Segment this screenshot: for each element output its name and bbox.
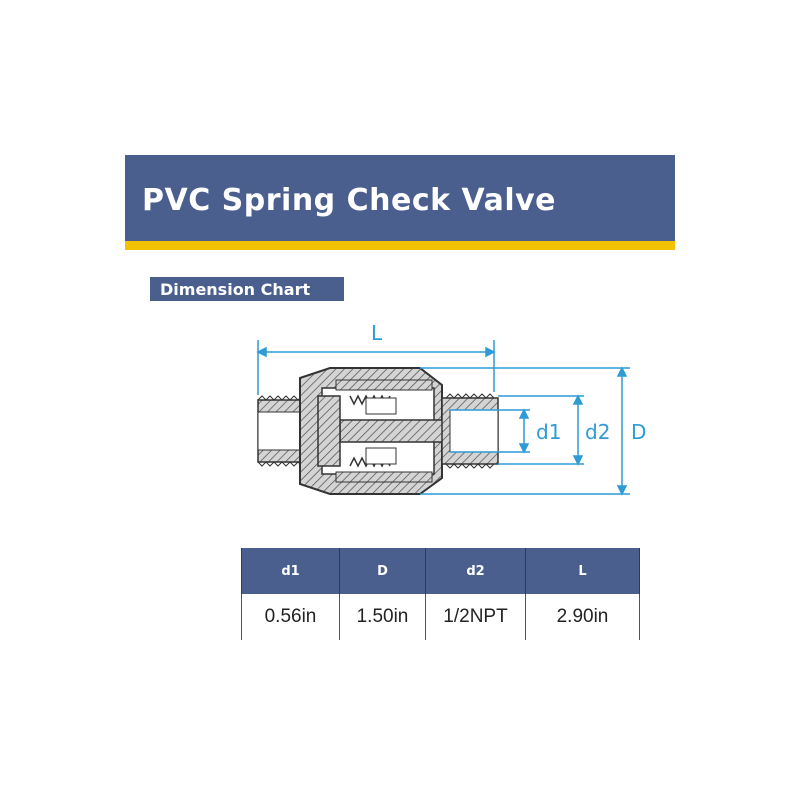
- dim-D-arrow-top: [616, 366, 628, 377]
- dim-label-D: D: [631, 420, 646, 444]
- banner-stripe: [125, 241, 675, 250]
- dim-label-d2: d2: [585, 420, 610, 444]
- section-label: Dimension Chart: [150, 277, 344, 301]
- column-header-D: D: [339, 548, 426, 594]
- column-header-d2: d2: [425, 548, 526, 594]
- cell-d2-value: 1/2NPT: [425, 594, 526, 640]
- cell-D-value: 1.50in: [339, 594, 426, 640]
- right-threaded-end: [441, 393, 499, 469]
- valve-body: [299, 367, 451, 495]
- column-header-d1: d1: [241, 548, 340, 594]
- dim-L-arrow-left: [256, 346, 267, 358]
- title-banner: [125, 155, 675, 241]
- column-header-L: L: [525, 548, 640, 594]
- dim-d1-arrow-top: [518, 408, 530, 419]
- dim-label-L: L: [371, 321, 383, 345]
- dim-d1-arrow-bottom: [518, 443, 530, 454]
- dimension-table: d1 D d2 L 0.56in 1.50in 1/2NPT 2.90in: [241, 548, 640, 640]
- dim-label-d1: d1: [536, 420, 561, 444]
- table-header-row: d1 D d2 L: [241, 548, 640, 594]
- page-title: PVC Spring Check Valve: [142, 183, 557, 218]
- cell-d1-value: 0.56in: [241, 594, 340, 640]
- dim-L-arrow-right: [485, 346, 496, 358]
- cell-L-value: 2.90in: [525, 594, 640, 640]
- dim-D-arrow-bottom: [616, 485, 628, 496]
- dim-d2-arrow-bottom: [572, 455, 584, 466]
- table-row: 0.56in 1.50in 1/2NPT 2.90in: [241, 594, 640, 640]
- dim-d2-arrow-top: [572, 394, 584, 405]
